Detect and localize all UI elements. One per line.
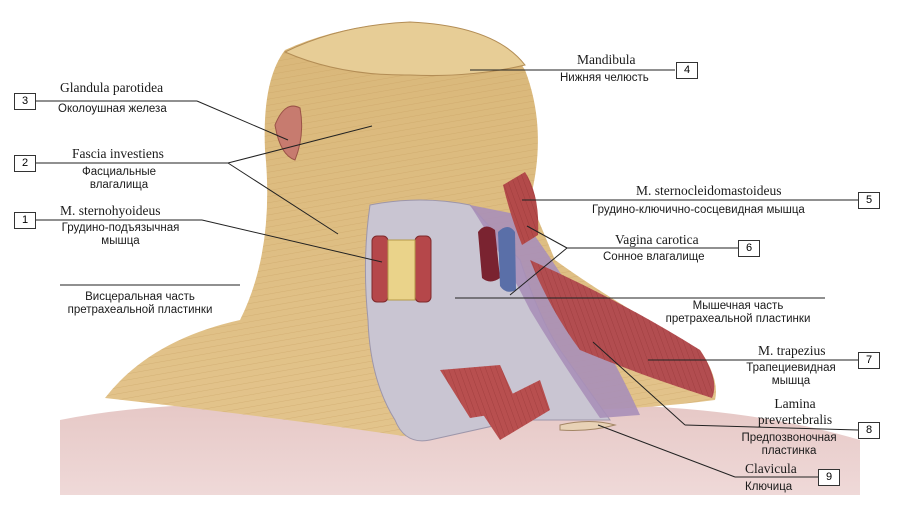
mandible [283,21,526,77]
mandibula-latin: Mandibula [577,52,636,67]
sternohyoid-left [371,235,389,303]
scm-latin: M. sternocleidomastoideus [636,183,782,198]
clavicula-latin: Clavicula [745,461,797,476]
label-number-5: 5 [858,192,880,209]
trapezius-latin: M. trapezius [758,343,826,358]
trachea [387,239,416,301]
carotid-sheath [478,226,500,282]
label-number-4: 4 [676,62,698,79]
clavicle [559,421,617,431]
label-number-9: 9 [818,469,840,486]
mandibula-russian: Нижняя челюсть [560,72,649,84]
carotid-russian: Сонное влагалище [603,251,705,263]
sternohyoid-latin: M. sternohyoideus [60,203,161,218]
scm-russian: Грудино-ключично-сосцевидная мышца [592,204,805,216]
carotid-latin: Vagina carotica [615,232,699,247]
label-number-1: 1 [14,212,36,229]
parotid-russian: Околоушная железа [58,103,167,115]
clavicula-russian: Ключица [745,481,793,493]
sternohyoid-right [414,235,432,303]
fascia-latin: Fascia investiens [72,146,164,161]
label-number-3: 3 [14,93,36,110]
label-number-8: 8 [858,422,880,439]
label-number-6: 6 [738,240,760,257]
label-number-2: 2 [14,155,36,172]
parotid-latin: Glandula parotidea [60,80,164,95]
leader-lines [15,69,859,478]
chest-skin [60,404,860,495]
label-number-7: 7 [858,352,880,369]
